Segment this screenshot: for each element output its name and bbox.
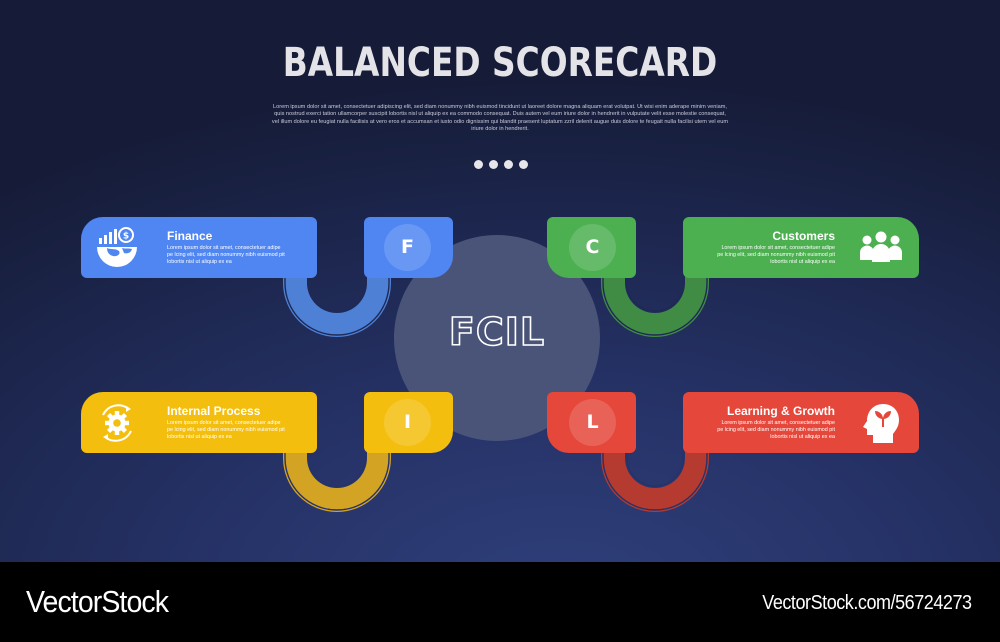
dot <box>519 160 528 169</box>
infographic-canvas: BALANCED SCORECARD Lorem ipsum dolor sit… <box>0 0 1000 562</box>
internal-process-connector-arc <box>283 445 391 512</box>
finance-connector-arc <box>283 270 391 337</box>
customers-letter-badge: C <box>569 224 616 271</box>
dot <box>474 160 483 169</box>
learning-growth-letter-badge: L <box>569 399 616 446</box>
customers-connector-arc <box>601 270 709 337</box>
svg-text:$: $ <box>123 232 129 242</box>
connector-arcs <box>283 270 709 512</box>
dot <box>504 160 513 169</box>
learning-growth-description: Lorem ipsum dolor sit amet, consectetuer… <box>717 420 835 440</box>
customers-card: Customers Lorem ipsum dolor sit amet, co… <box>683 217 919 278</box>
internal-process-letter-badge: I <box>384 399 431 446</box>
internal-process-description: Lorem ipsum dolor sit amet, consectetuer… <box>167 420 285 440</box>
finance-description: Lorem ipsum dolor sit amet, consectetuer… <box>167 245 285 265</box>
finance-letter-tab: F <box>364 217 453 278</box>
learning-growth-card: Learning & Growth Lorem ipsum dolor sit … <box>683 392 919 453</box>
learning-growth-letter-tab: L <box>547 392 636 453</box>
page-title: BALANCED SCORECARD <box>282 40 718 86</box>
center-label: FCIL <box>448 309 546 355</box>
internal-process-card: Internal Process Lorem ipsum dolor sit a… <box>81 392 317 453</box>
watermark-footer: VectorStock VectorStock.com/56724273 <box>0 562 1000 642</box>
brand-url: VectorStock.com/56724273 <box>762 592 973 614</box>
brand-logo: VectorStock <box>26 584 169 619</box>
pagination-dots <box>474 160 528 169</box>
finance-title: Finance <box>167 229 213 243</box>
header-description: Lorem ipsum dolor sit amet, consectetuer… <box>271 104 729 132</box>
gear-cycle-icon <box>102 404 132 442</box>
users-group-icon <box>860 231 902 262</box>
internal-process-letter-tab: I <box>364 392 453 453</box>
dot <box>489 160 498 169</box>
internal-process-title: Internal Process <box>167 404 261 418</box>
finance-globe-chart-icon: $ <box>97 227 137 267</box>
learning-growth-connector-arc <box>601 445 709 512</box>
finance-letter-badge: F <box>384 224 431 271</box>
customers-description: Lorem ipsum dolor sit amet, consectetuer… <box>717 245 835 265</box>
customers-title: Customers <box>772 229 835 243</box>
finance-card: $ Finance Lorem ipsum dolor sit amet, co… <box>81 217 317 278</box>
customers-letter-tab: C <box>547 217 636 278</box>
head-plant-icon <box>863 404 899 443</box>
learning-growth-title: Learning & Growth <box>727 404 835 418</box>
